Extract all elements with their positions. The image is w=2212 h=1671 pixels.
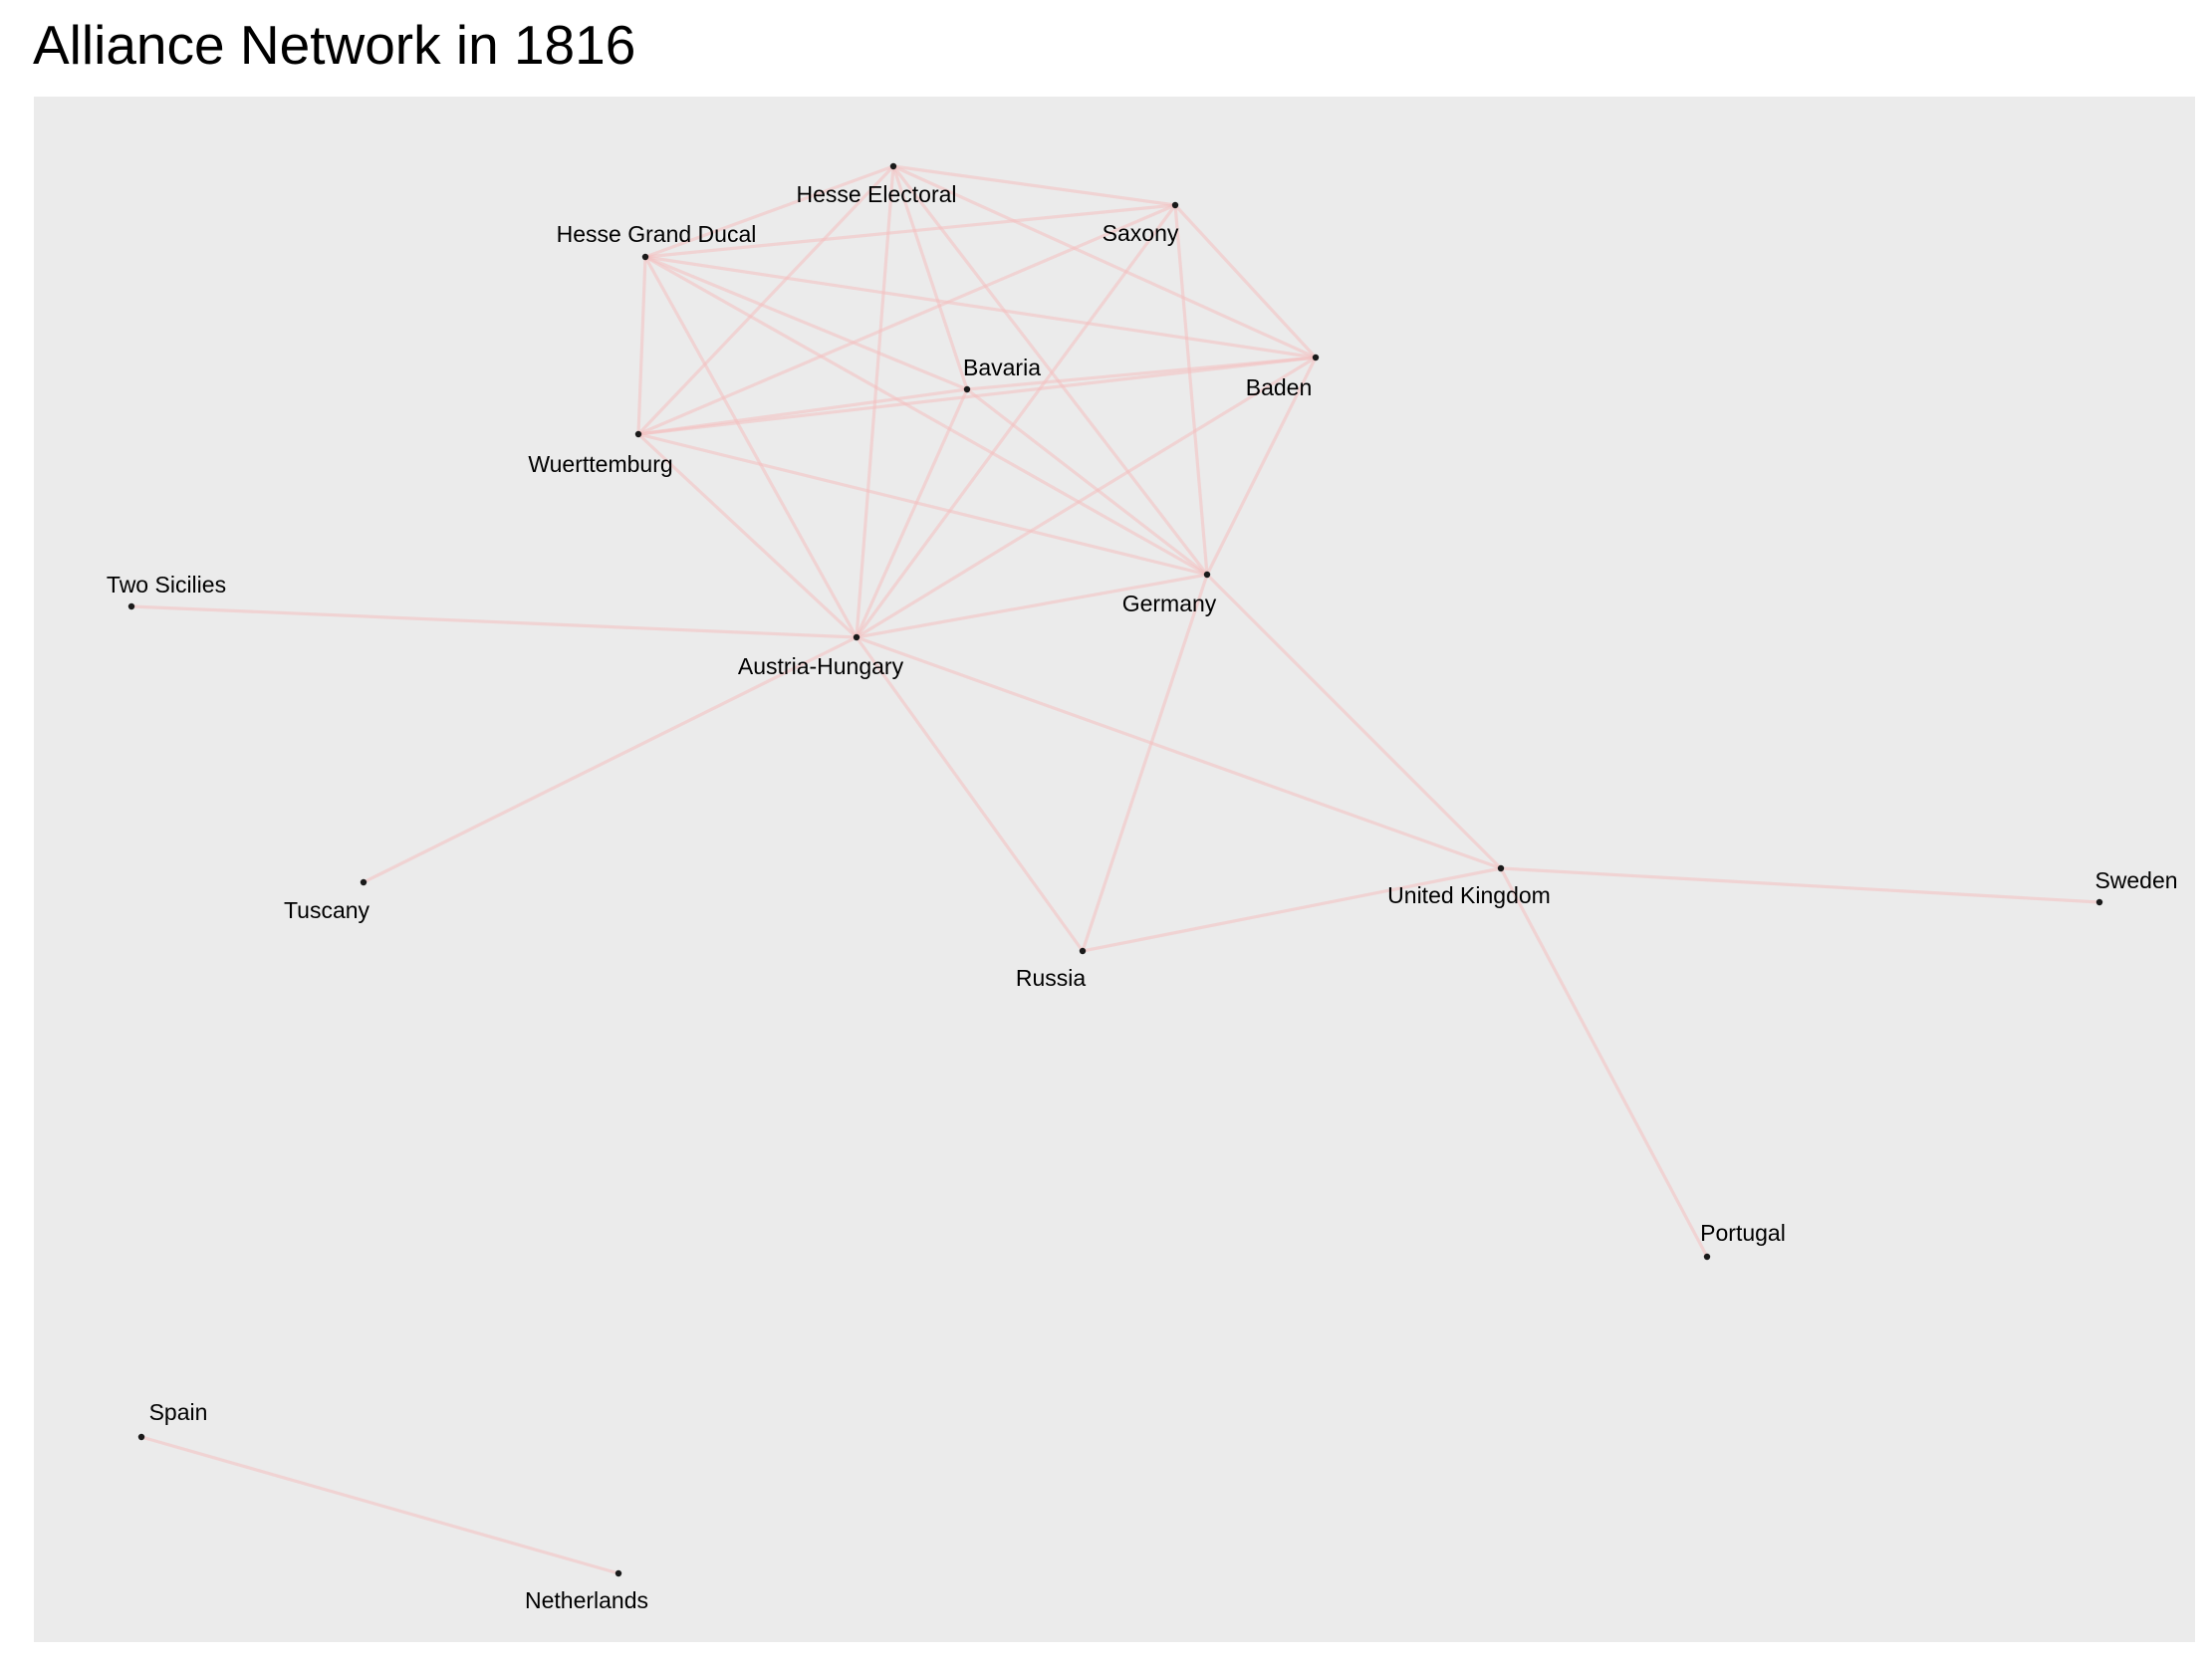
edge-baden-austria-hungary <box>856 356 1317 639</box>
node-baden <box>1312 354 1320 361</box>
node-label-portugal: Portugal <box>1700 1220 1786 1246</box>
node-label-hesse-grand-ducal: Hesse Grand Ducal <box>557 221 757 247</box>
node-label-hesse-electoral: Hesse Electoral <box>796 181 956 207</box>
node-hesse-grand-ducal <box>641 253 649 261</box>
node-label-united-kingdom: United Kingdom <box>1387 882 1551 908</box>
edge-united-kingdom-portugal <box>1499 867 1709 1258</box>
edge-austria-hungary-tuscany <box>363 635 858 884</box>
edge-austria-hungary-united-kingdom <box>856 635 1502 870</box>
node-russia <box>1079 947 1087 955</box>
edge-austria-hungary-two-sicilies <box>130 604 858 639</box>
node-label-austria-hungary: Austria-Hungary <box>738 653 904 679</box>
node-label-spain: Spain <box>149 1399 208 1425</box>
node-label-saxony: Saxony <box>1103 220 1179 246</box>
node-germany <box>1203 571 1211 579</box>
node-spain <box>137 1433 145 1441</box>
node-two-sicilies <box>127 602 135 610</box>
edge-hesse-grand-ducal-bavaria <box>644 255 968 391</box>
node-sweden <box>2095 898 2103 906</box>
node-label-bavaria: Bavaria <box>963 355 1041 380</box>
node-tuscany <box>360 878 368 886</box>
edge-bavaria-wuerttemburg <box>637 387 968 436</box>
edge-wuerttemburg-germany <box>637 432 1208 577</box>
edge-hesse-electoral-hesse-grand-ducal <box>644 164 894 259</box>
edge-germany-united-kingdom <box>1205 573 1503 870</box>
edge-bavaria-austria-hungary <box>855 388 969 638</box>
edge-hesse-electoral-germany <box>891 165 1209 576</box>
edge-austria-hungary-russia <box>855 636 1085 952</box>
edge-saxony-wuerttemburg <box>637 203 1176 436</box>
edge-baden-germany <box>1205 357 1318 576</box>
edge-saxony-hesse-grand-ducal <box>644 203 1176 259</box>
node-label-baden: Baden <box>1246 374 1313 400</box>
node-label-wuerttemburg: Wuerttemburg <box>528 451 672 477</box>
edge-hesse-electoral-baden <box>892 164 1317 359</box>
edge-hesse-electoral-wuerttemburg <box>636 164 895 436</box>
node-portugal <box>1703 1253 1711 1261</box>
node-saxony <box>1171 201 1179 209</box>
edge-saxony-austria-hungary <box>855 204 1177 638</box>
edge-bavaria-germany <box>966 387 1208 577</box>
edge-saxony-germany <box>1173 204 1209 576</box>
edge-hesse-grand-ducal-austria-hungary <box>643 256 859 638</box>
node-label-tuscany: Tuscany <box>284 897 370 923</box>
node-wuerttemburg <box>634 430 642 438</box>
edge-hesse-grand-ducal-germany <box>644 255 1208 577</box>
edge-spain-netherlands <box>140 1435 619 1575</box>
edge-germany-russia <box>1081 574 1209 952</box>
node-austria-hungary <box>853 633 860 641</box>
node-label-netherlands: Netherlands <box>525 1587 648 1613</box>
edge-germany-austria-hungary <box>856 573 1208 639</box>
edge-hesse-grand-ducal-baden <box>644 255 1317 359</box>
edge-united-kingdom-sweden <box>1500 866 2100 904</box>
node-netherlands <box>614 1569 622 1577</box>
plot-panel <box>34 97 2195 1642</box>
edge-hesse-electoral-saxony <box>892 164 1176 207</box>
node-united-kingdom <box>1497 864 1505 872</box>
edge-hesse-electoral-bavaria <box>891 165 969 390</box>
nodes-layer <box>127 162 2103 1577</box>
node-label-russia: Russia <box>1016 965 1087 991</box>
node-bavaria <box>963 385 971 393</box>
node-label-sweden: Sweden <box>2094 867 2177 893</box>
node-hesse-electoral <box>889 162 897 170</box>
edge-wuerttemburg-austria-hungary <box>636 432 859 639</box>
edge-saxony-baden <box>1173 203 1318 359</box>
node-label-two-sicilies: Two Sicilies <box>107 572 226 597</box>
node-label-germany: Germany <box>1122 591 1217 616</box>
chart-title: Alliance Network in 1816 <box>33 14 636 76</box>
edges-layer <box>130 164 2100 1575</box>
edge-hesse-grand-ducal-wuerttemburg <box>636 256 647 435</box>
edge-united-kingdom-russia <box>1082 866 1502 953</box>
